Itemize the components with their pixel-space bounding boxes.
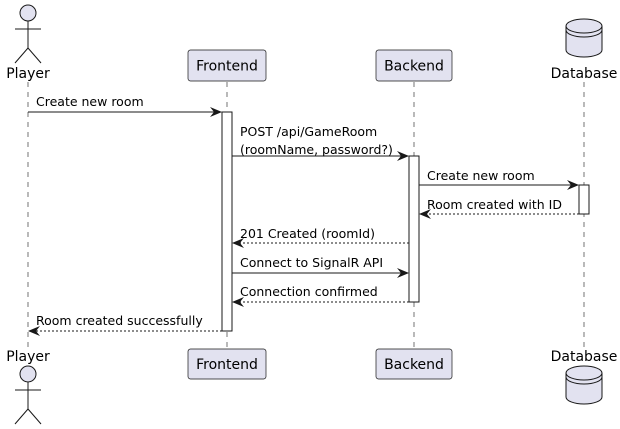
participant-box [375, 49, 453, 82]
message-label: 201 Created (roomId) [240, 226, 375, 241]
message-label: POST /api/GameRoom [240, 124, 377, 139]
participant-backend-bottom: Backend [375, 348, 453, 380]
participant-player-bottom: Player [6, 349, 50, 425]
participant-frontend-top: Frontend [187, 49, 267, 82]
message-4: Room created with ID [419, 197, 579, 219]
participant-box [187, 49, 267, 82]
message-label: (roomName, password?) [240, 142, 393, 157]
participant-label: Player [6, 66, 50, 82]
participant-backend-top: Backend [375, 49, 453, 82]
participant-label: Frontend [196, 357, 258, 373]
message-label: Connection confirmed [240, 284, 378, 299]
actor-stick-figure-icon [14, 365, 42, 425]
message-label: Room created successfully [36, 313, 203, 328]
participant-label: Database [551, 349, 618, 365]
participant-label: Backend [384, 357, 444, 373]
activation-bar-frontend [221, 111, 233, 332]
activation-bars [221, 111, 590, 332]
participant-database-top: Database [551, 18, 618, 82]
database-cylinder-icon [565, 365, 603, 405]
message-label: Create new room [427, 168, 535, 183]
message-label: Create new room [36, 94, 144, 109]
participant-label: Backend [384, 59, 444, 75]
message-2: POST /api/GameRoom (roomName, password?) [232, 124, 409, 161]
activation-bar-database [578, 184, 590, 215]
participant-box [375, 348, 453, 380]
message-3: Create new room [419, 168, 579, 190]
database-cylinder-icon [565, 18, 603, 58]
participant-database-bottom: Database [551, 349, 618, 405]
participants: PlayerPlayerFrontendFrontendBackendBacke… [6, 4, 618, 425]
participant-box [187, 348, 267, 380]
message-7: Connection confirmed [232, 284, 409, 307]
participant-player-top: Player [6, 4, 50, 82]
message-label: Room created with ID [427, 197, 562, 212]
lifelines [27, 82, 585, 348]
participant-label: Database [551, 66, 618, 82]
message-1: Create new room [28, 94, 222, 117]
activation-bar-backend [408, 155, 420, 303]
participant-frontend-bottom: Frontend [187, 348, 267, 380]
message-5: 201 Created (roomId) [232, 226, 409, 248]
message-8: Room created successfully [28, 313, 222, 336]
participant-label: Player [6, 349, 50, 365]
message-6: Connect to SignalR API [232, 255, 409, 278]
actor-stick-figure-icon [14, 4, 42, 64]
participant-label: Frontend [196, 59, 258, 75]
message-label: Connect to SignalR API [240, 255, 383, 270]
